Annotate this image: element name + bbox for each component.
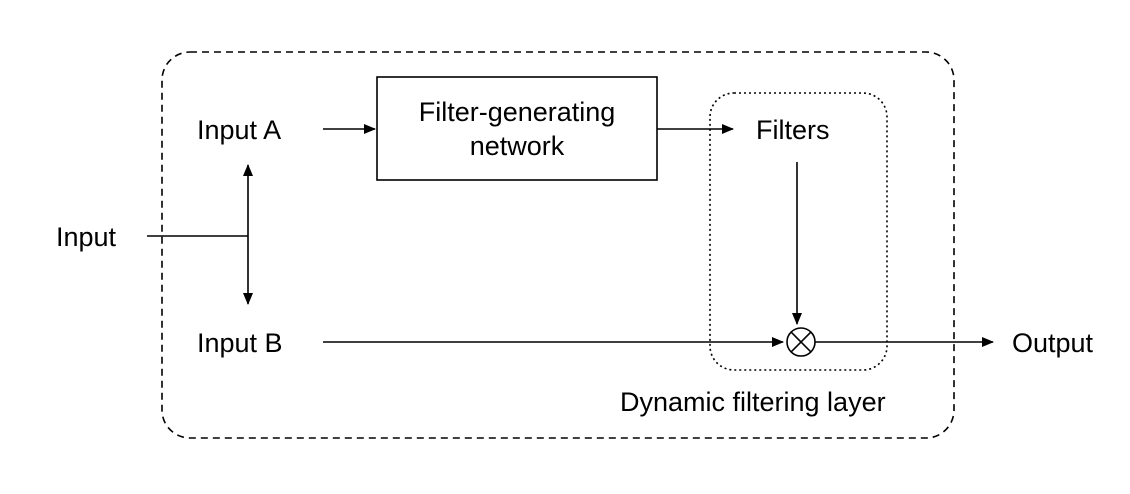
network-label-line-1: Filter-generating bbox=[418, 96, 616, 127]
filters-label: Filters bbox=[756, 115, 830, 145]
network-label-line-2: network bbox=[469, 130, 565, 161]
input-a-label: Input A bbox=[197, 115, 282, 145]
dynamic-filtering-layer-label: Dynamic filtering layer bbox=[620, 387, 886, 417]
filtering-region-boundary bbox=[709, 92, 888, 371]
multiply-icon bbox=[786, 327, 816, 357]
input-label: Input bbox=[56, 222, 117, 252]
input-b-label: Input B bbox=[197, 328, 283, 358]
output-label: Output bbox=[1012, 328, 1094, 358]
filter-generating-network-label: Filter-generating network bbox=[377, 77, 657, 180]
